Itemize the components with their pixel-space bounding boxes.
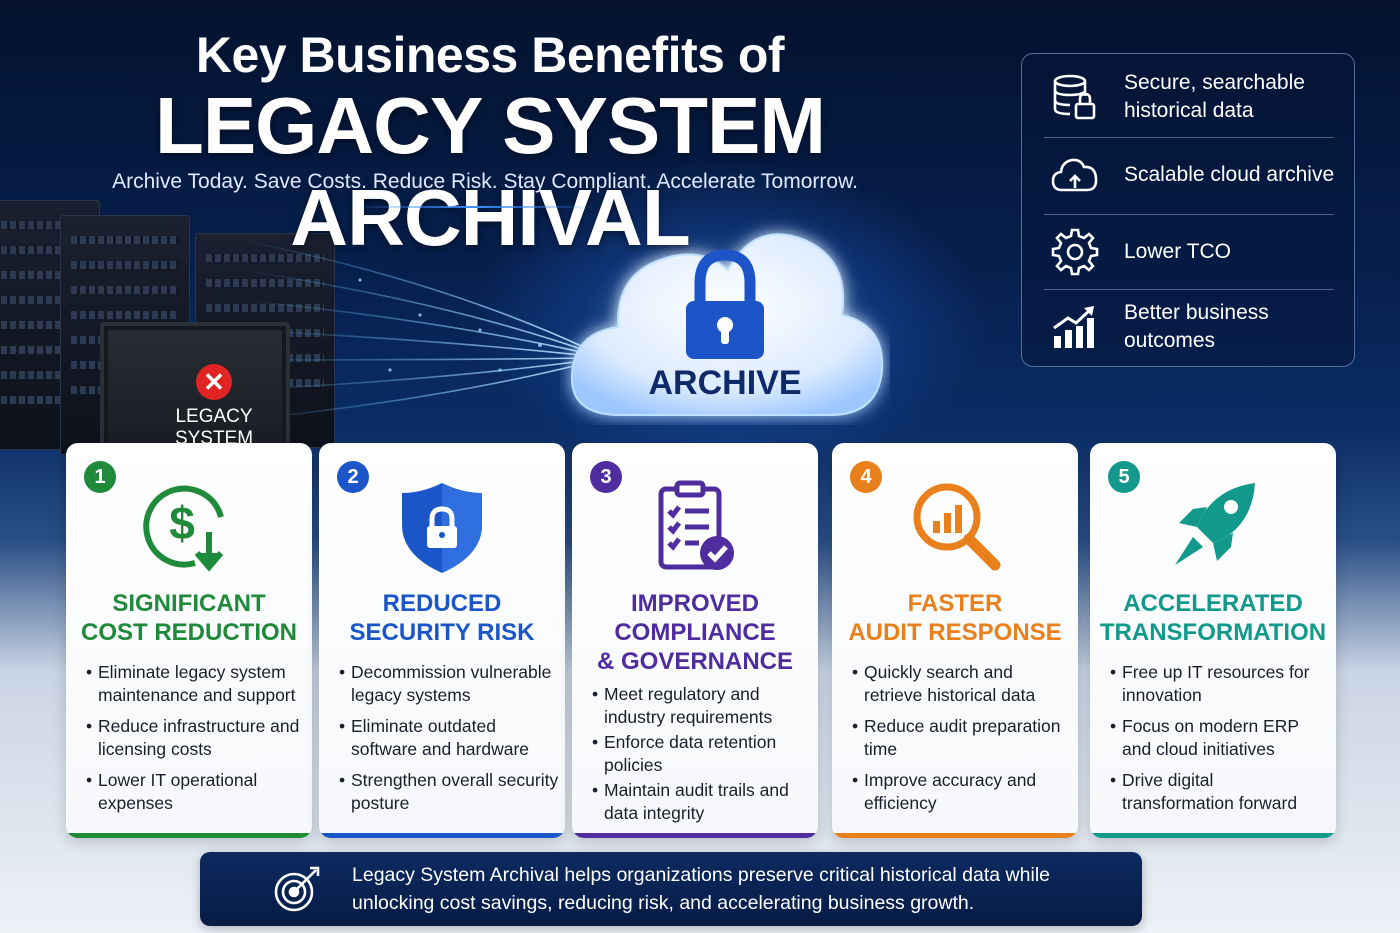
card-title: ACCELERATED TRANSFORMATION (1099, 590, 1327, 646)
bullet-item: Maintain audit trails and data integrity (592, 779, 812, 825)
panel-divider (1044, 214, 1334, 215)
bullet-item: Eliminate legacy system maintenance and … (86, 661, 306, 707)
page-title: LEGACY SYSTEM ARCHIVAL (154, 81, 826, 262)
data-beams (240, 239, 591, 421)
summary-banner: Legacy System Archival helps organizatio… (200, 852, 1142, 926)
card-title: SIGNIFICANT COST REDUCTION (81, 590, 297, 646)
bullet-item: Reduce audit preparation time (852, 715, 1072, 761)
error-x-icon: ✕ (196, 364, 232, 400)
card-accent-bar (572, 833, 818, 838)
panel-divider (1044, 137, 1334, 138)
card-bullets: Eliminate legacy system maintenance and … (86, 661, 306, 823)
rocket-icon (1175, 483, 1255, 565)
benefit-card-compliance: 3 IMPROVED COMPLIANCE & GOVERNANCE Meet … (572, 443, 818, 838)
bullet-item: Decommission vulnerable legacy systems (339, 661, 559, 707)
card-title: FASTER AUDIT RESPONSE (848, 590, 1062, 646)
panel-item-label: Better business outcomes (1124, 301, 1269, 352)
card-accent-bar (1090, 833, 1336, 838)
subtitle: Archive Today. Save Costs. Reduce Risk. … (112, 170, 858, 193)
benefit-card-audit-response: 4 FASTER AUDIT RESPONSE Quickly search a… (832, 443, 1078, 838)
bullet-item: Improve accuracy and efficiency (852, 769, 1072, 815)
panel-item-business-outcomes: Better business outcomes (1044, 292, 1334, 362)
bullet-item: Eliminate outdated software and hardware (339, 715, 559, 761)
card-bullets: Meet regulatory and industry requirement… (592, 683, 812, 833)
card-bullets: Free up IT resources for innovation Focu… (1110, 661, 1330, 823)
panel-item-cloud-archive: Scalable cloud archive (1044, 140, 1334, 210)
card-bullets: Quickly search and retrieve historical d… (852, 661, 1072, 823)
bullet-item: Enforce data retention policies (592, 731, 812, 777)
growth-chart-icon (1053, 306, 1094, 348)
gear-icon (1051, 228, 1099, 276)
legacy-system-monitor: ✕ LEGACY SYSTEM (100, 322, 290, 450)
card-number-badge: 5 (1108, 461, 1140, 493)
bullet-item: Drive digital transformation forward (1110, 769, 1330, 815)
panel-item-label: Scalable cloud archive (1124, 163, 1335, 186)
cloud-upload-icon (1051, 158, 1098, 192)
benefit-card-cost-reduction: 1 $ SIGNIFICANT COST REDUCTION Eliminate… (66, 443, 312, 838)
card-accent-bar (66, 833, 312, 838)
panel-item-lower-tco: Lower TCO (1044, 217, 1334, 287)
clipboard-check-icon (658, 480, 734, 570)
summary-text: Legacy System Archival helps organizatio… (352, 864, 1050, 914)
benefits-summary-panel: Secure, searchable historical data Scala… (1021, 53, 1355, 367)
bullet-item: Strengthen overall security posture (339, 769, 559, 815)
bullet-item: Focus on modern ERP and cloud initiative… (1110, 715, 1330, 761)
legacy-label-line1: LEGACY (175, 406, 253, 427)
card-accent-bar (319, 833, 565, 838)
card-accent-bar (832, 833, 1078, 838)
bullet-item: Lower IT operational expenses (86, 769, 306, 815)
card-bullets: Decommission vulnerable legacy systems E… (339, 661, 559, 823)
bullet-item: Reduce infrastructure and licensing cost… (86, 715, 306, 761)
panel-divider (1044, 289, 1334, 290)
card-number-badge: 3 (590, 461, 622, 493)
dollar-down-icon: $ (143, 485, 224, 572)
magnifier-chart-icon (913, 483, 1001, 571)
card-number-badge: 2 (337, 461, 369, 493)
padlock-icon (686, 249, 764, 359)
shield-lock-icon (402, 483, 482, 573)
target-icon (274, 866, 320, 912)
benefit-card-security-risk: 2 REDUCED SECURITY RISK Decommission vul… (319, 443, 565, 838)
benefit-card-transformation: 5 ACCELERATED TRANSFORMATION Free up IT … (1090, 443, 1336, 838)
panel-item-label: Secure, searchable historical data (1124, 71, 1305, 122)
panel-item-label: Lower TCO (1124, 240, 1231, 263)
title-top: Key Business Benefits of (195, 27, 785, 83)
archive-label: ARCHIVE (648, 364, 802, 402)
bullet-item: Free up IT resources for innovation (1110, 661, 1330, 707)
bullet-item: Quickly search and retrieve historical d… (852, 661, 1072, 707)
svg-text:$: $ (169, 497, 195, 549)
card-title: IMPROVED COMPLIANCE & GOVERNANCE (596, 590, 794, 675)
bullet-item: Meet regulatory and industry requirement… (592, 683, 812, 729)
database-lock-icon (1053, 74, 1096, 120)
title-divider (355, 206, 597, 208)
archive-cloud-icon (570, 233, 884, 416)
card-title: REDUCED SECURITY RISK (349, 590, 535, 646)
panel-item-secure-data: Secure, searchable historical data (1044, 62, 1334, 132)
card-number-badge: 1 (84, 461, 116, 493)
card-number-badge: 4 (850, 461, 882, 493)
